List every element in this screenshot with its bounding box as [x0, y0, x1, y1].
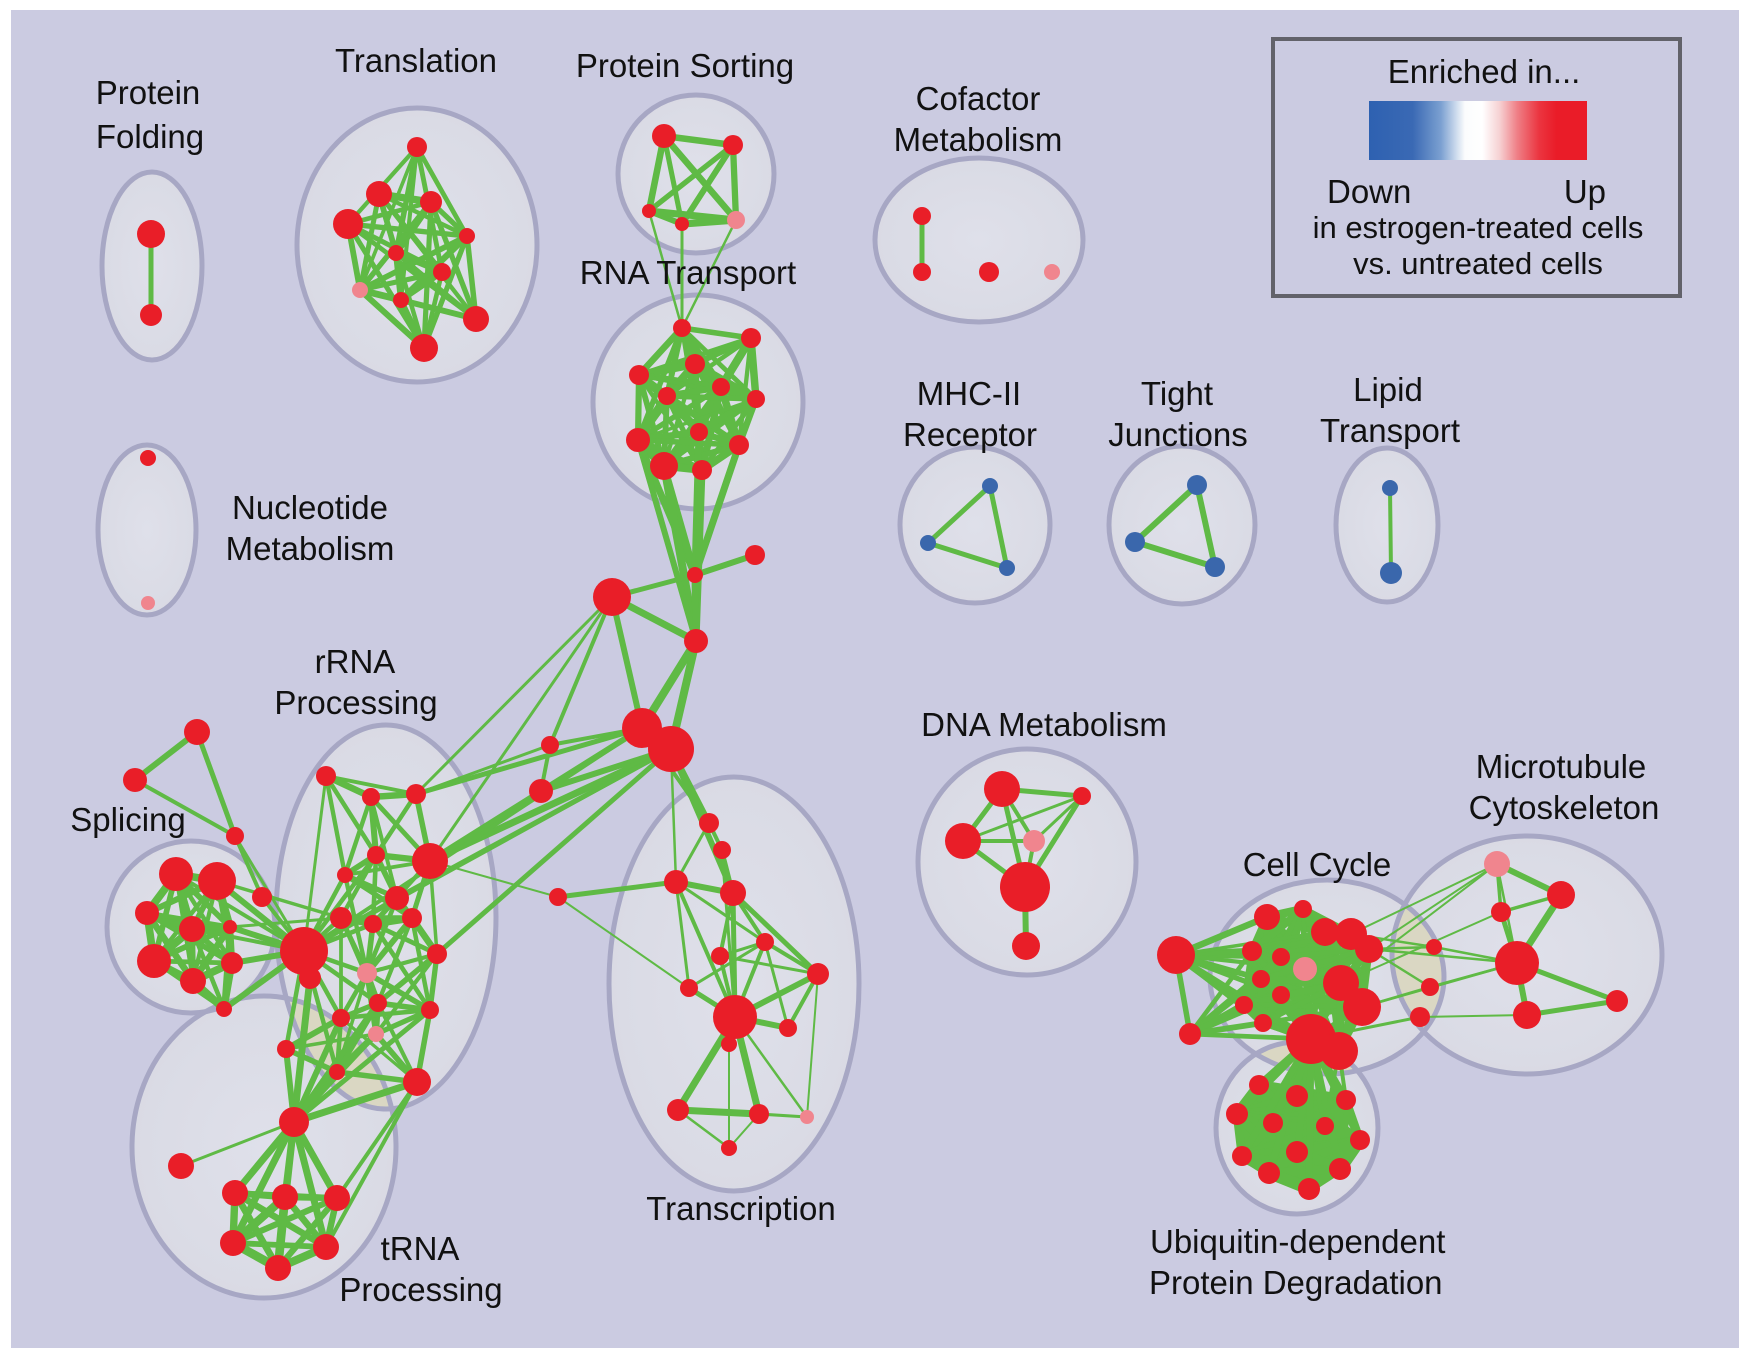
- svg-text:RNA Transport: RNA Transport: [580, 254, 796, 291]
- svg-text:Processing: Processing: [274, 684, 437, 721]
- svg-text:Lipid: Lipid: [1353, 371, 1423, 408]
- svg-text:vs. untreated cells: vs. untreated cells: [1353, 246, 1603, 281]
- svg-text:Cell Cycle: Cell Cycle: [1243, 846, 1392, 883]
- svg-text:tRNA: tRNA: [381, 1230, 460, 1267]
- svg-text:Processing: Processing: [339, 1271, 502, 1308]
- svg-text:Metabolism: Metabolism: [894, 121, 1063, 158]
- svg-text:DNA Metabolism: DNA Metabolism: [921, 706, 1167, 743]
- svg-text:Transport: Transport: [1320, 412, 1460, 449]
- svg-text:Down: Down: [1327, 173, 1411, 210]
- svg-text:Microtubule: Microtubule: [1476, 748, 1647, 785]
- svg-text:Up: Up: [1564, 173, 1606, 210]
- svg-text:Cytoskeleton: Cytoskeleton: [1469, 789, 1660, 826]
- svg-text:Transcription: Transcription: [646, 1190, 836, 1227]
- svg-text:Junctions: Junctions: [1108, 416, 1247, 453]
- svg-text:Receptor: Receptor: [903, 416, 1037, 453]
- svg-text:Metabolism: Metabolism: [226, 530, 395, 567]
- svg-text:Cofactor: Cofactor: [916, 80, 1041, 117]
- svg-text:Protein Sorting: Protein Sorting: [576, 47, 794, 84]
- svg-text:MHC-II: MHC-II: [917, 375, 1021, 412]
- svg-text:Folding: Folding: [96, 118, 204, 155]
- svg-text:Tight: Tight: [1141, 375, 1213, 412]
- svg-text:Nucleotide: Nucleotide: [232, 489, 388, 526]
- svg-text:Protein: Protein: [96, 74, 201, 111]
- svg-text:Enriched in...: Enriched in...: [1388, 53, 1581, 90]
- svg-text:in estrogen-treated cells: in estrogen-treated cells: [1313, 210, 1644, 245]
- svg-text:Ubiquitin-dependent: Ubiquitin-dependent: [1150, 1223, 1445, 1260]
- svg-text:Splicing: Splicing: [70, 801, 186, 838]
- svg-text:Protein Degradation: Protein Degradation: [1149, 1264, 1443, 1301]
- svg-text:rRNA: rRNA: [315, 643, 396, 680]
- svg-text:Translation: Translation: [335, 42, 497, 79]
